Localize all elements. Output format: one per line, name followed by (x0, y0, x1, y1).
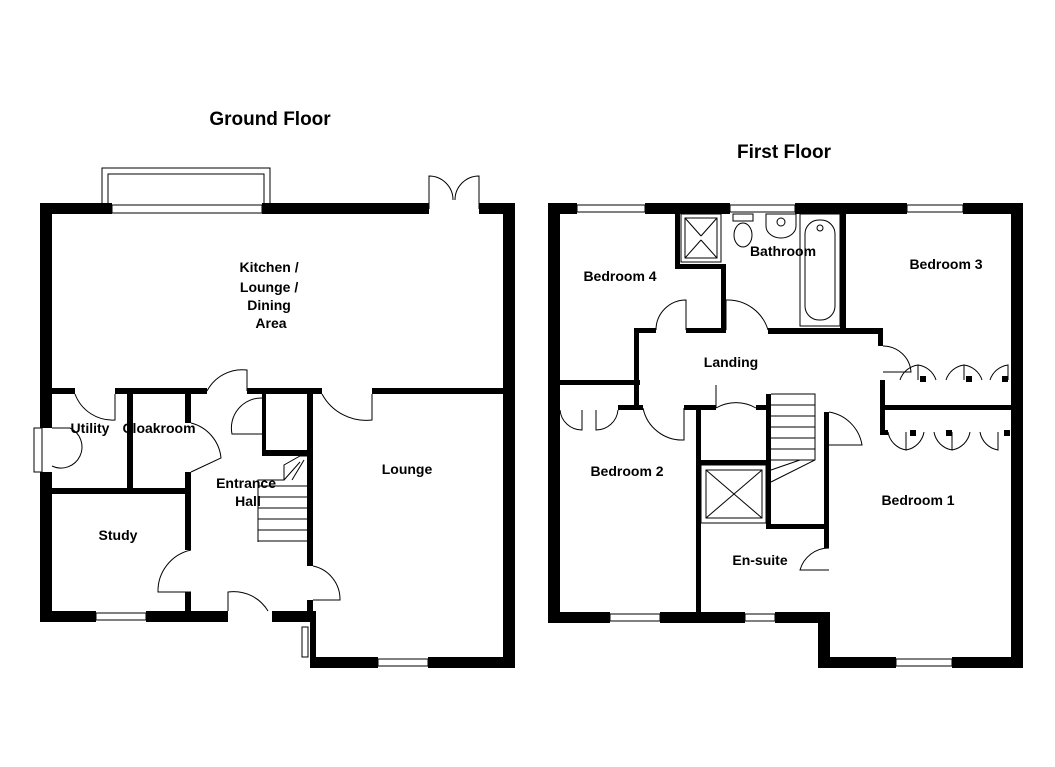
first-floor-windows (576, 204, 964, 667)
first-floor-doors (559, 299, 1010, 571)
room-label-landing: Landing (704, 354, 758, 370)
room-label-bedroom-4: Bedroom 4 (583, 268, 656, 284)
first-floor-room-labels: Bedroom 4 Bathroom Bedroom 3 Landing Bed… (583, 243, 982, 568)
room-label-bedroom-1: Bedroom 1 (881, 492, 954, 508)
room-label-bathroom: Bathroom (750, 243, 816, 259)
ground-floor-title: Ground Floor (209, 109, 331, 130)
bathroom-fixtures (680, 213, 841, 327)
room-label-study: Study (99, 527, 138, 543)
first-floor-walls (548, 203, 1023, 668)
room-label-entrance-hall: Entrance Hall (216, 475, 280, 509)
room-label-lounge: Lounge (382, 461, 433, 477)
room-label-cloakroom: Cloakroom (122, 420, 195, 436)
room-label-utility: Utility (71, 420, 110, 436)
ground-floor-plan: Kitchen / Lounge / Dining Area Utility C… (33, 167, 515, 668)
first-floor-stairs (770, 393, 816, 483)
room-label-bedroom-2: Bedroom 2 (590, 463, 663, 479)
room-label-bedroom-3: Bedroom 3 (909, 256, 982, 272)
room-label-en-suite: En-suite (732, 552, 787, 568)
room-label-kitchen: Kitchen / Lounge / Dining Area (239, 259, 302, 331)
ensuite-shower (700, 464, 767, 524)
ground-floor-walls (40, 203, 515, 668)
first-floor-title: First Floor (737, 142, 832, 163)
ground-floor-doors (51, 175, 480, 612)
ground-floor-stairs (257, 455, 307, 542)
first-floor-plan: Bedroom 4 Bathroom Bedroom 3 Landing Bed… (548, 203, 1023, 668)
ground-floor-windows (33, 167, 429, 667)
ground-floor-room-labels: Kitchen / Lounge / Dining Area Utility C… (71, 259, 433, 543)
